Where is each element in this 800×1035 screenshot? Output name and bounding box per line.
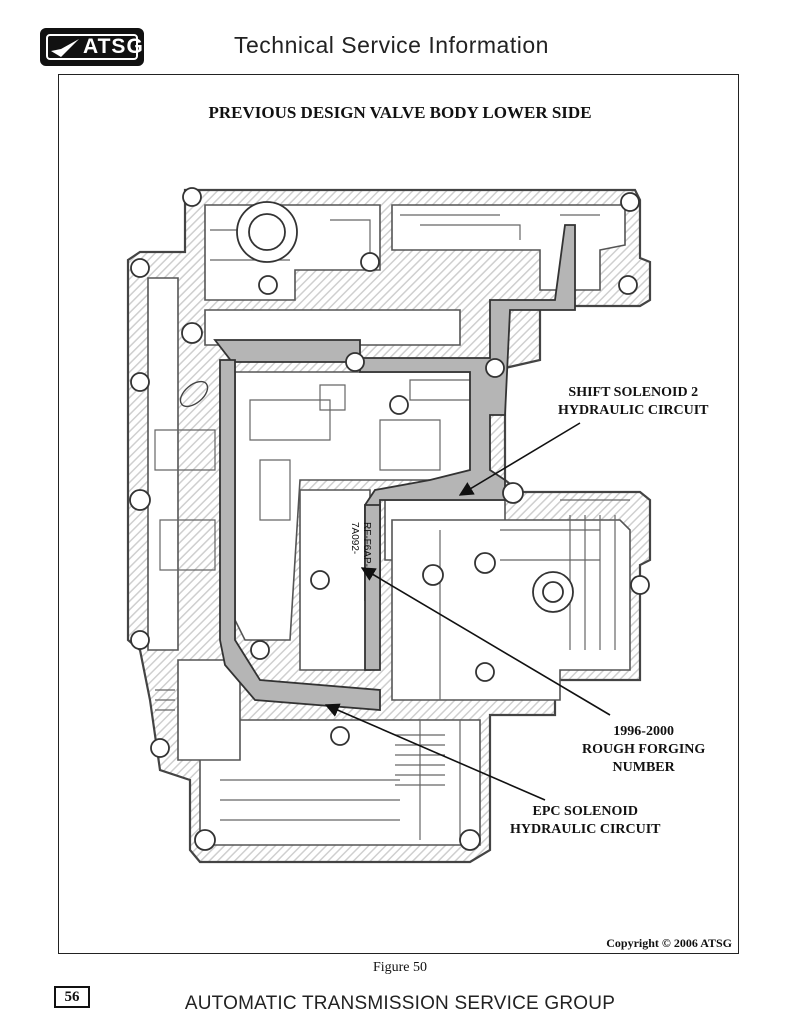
- figure-title: PREVIOUS DESIGN VALVE BODY LOWER SIDE: [208, 103, 592, 122]
- epc-solenoid-arrow: [324, 703, 546, 801]
- page-footer: AUTOMATIC TRANSMISSION SERVICE GROUP: [184, 993, 616, 1014]
- callout-arrows: [324, 422, 611, 801]
- shift-solenoid-2-arrow: [458, 422, 581, 496]
- page-header-title: Technical Service Information: [234, 32, 549, 58]
- page-number: 56: [54, 986, 90, 1008]
- forging-number-circuit: [364, 504, 381, 671]
- highlighted-circuits: [213, 224, 576, 711]
- figure-caption: Figure 50: [372, 960, 428, 975]
- figure-frame: [58, 74, 739, 954]
- logo-text: ATSG: [83, 35, 144, 58]
- epc-solenoid-circuit: [219, 359, 381, 711]
- atsg-logo: ATSG: [40, 28, 144, 66]
- rough-forging-arrow: [360, 567, 611, 716]
- ford-oval-stamp: [179, 380, 209, 408]
- bolt-holes: [129, 187, 650, 851]
- copyright: Copyright © 2006 ATSG: [606, 936, 732, 950]
- callout-epc-solenoid: EPC SOLENOID HYDRAULIC CIRCUIT: [510, 804, 661, 837]
- callout-rough-forging-number: 1996-2000 ROUGH FORGING NUMBER: [582, 724, 706, 775]
- callout-shift-solenoid-2: SHIFT SOLENOID 2 HYDRAULIC CIRCUIT: [558, 385, 709, 418]
- forging-number-label: RF-F6AP- 7A092-: [349, 522, 372, 567]
- checkmark-icon: [51, 39, 79, 57]
